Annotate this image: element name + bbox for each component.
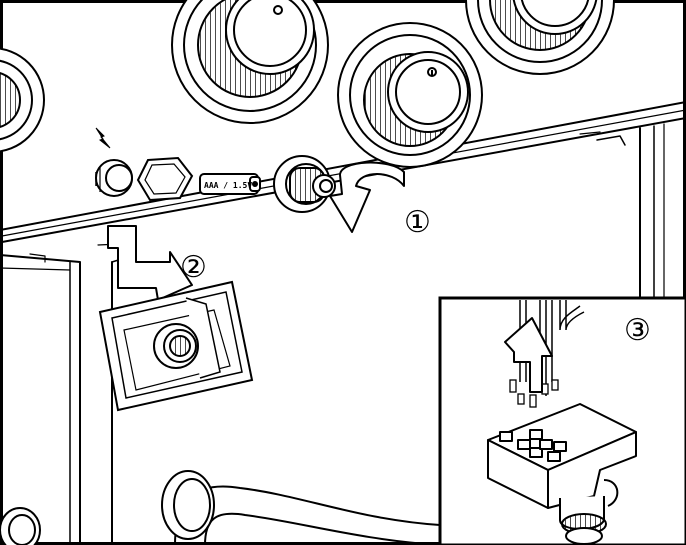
rotate-arrow-icon xyxy=(329,161,405,233)
left-knob-partial xyxy=(0,47,45,153)
top-knob-right xyxy=(465,0,615,75)
gas-pipe xyxy=(0,470,441,545)
step-2-label: ② xyxy=(180,250,207,285)
spark-icon xyxy=(95,127,111,149)
top-knob-left xyxy=(171,0,329,124)
center-control-knob xyxy=(337,22,483,168)
aaa-battery: AAA / 1.5V xyxy=(199,173,261,195)
battery-label: AAA / 1.5V xyxy=(204,181,252,190)
battery-housing-block xyxy=(98,280,254,412)
down-arrow-icon xyxy=(107,225,193,301)
inset-panel: ③ xyxy=(438,296,686,545)
battery-cap xyxy=(273,155,336,213)
up-arrow-icon xyxy=(504,317,553,393)
igniter-button xyxy=(95,159,133,197)
step-1-label: ① xyxy=(404,205,431,240)
step-3-label: ③ xyxy=(624,313,651,348)
igniter-module xyxy=(487,403,637,545)
